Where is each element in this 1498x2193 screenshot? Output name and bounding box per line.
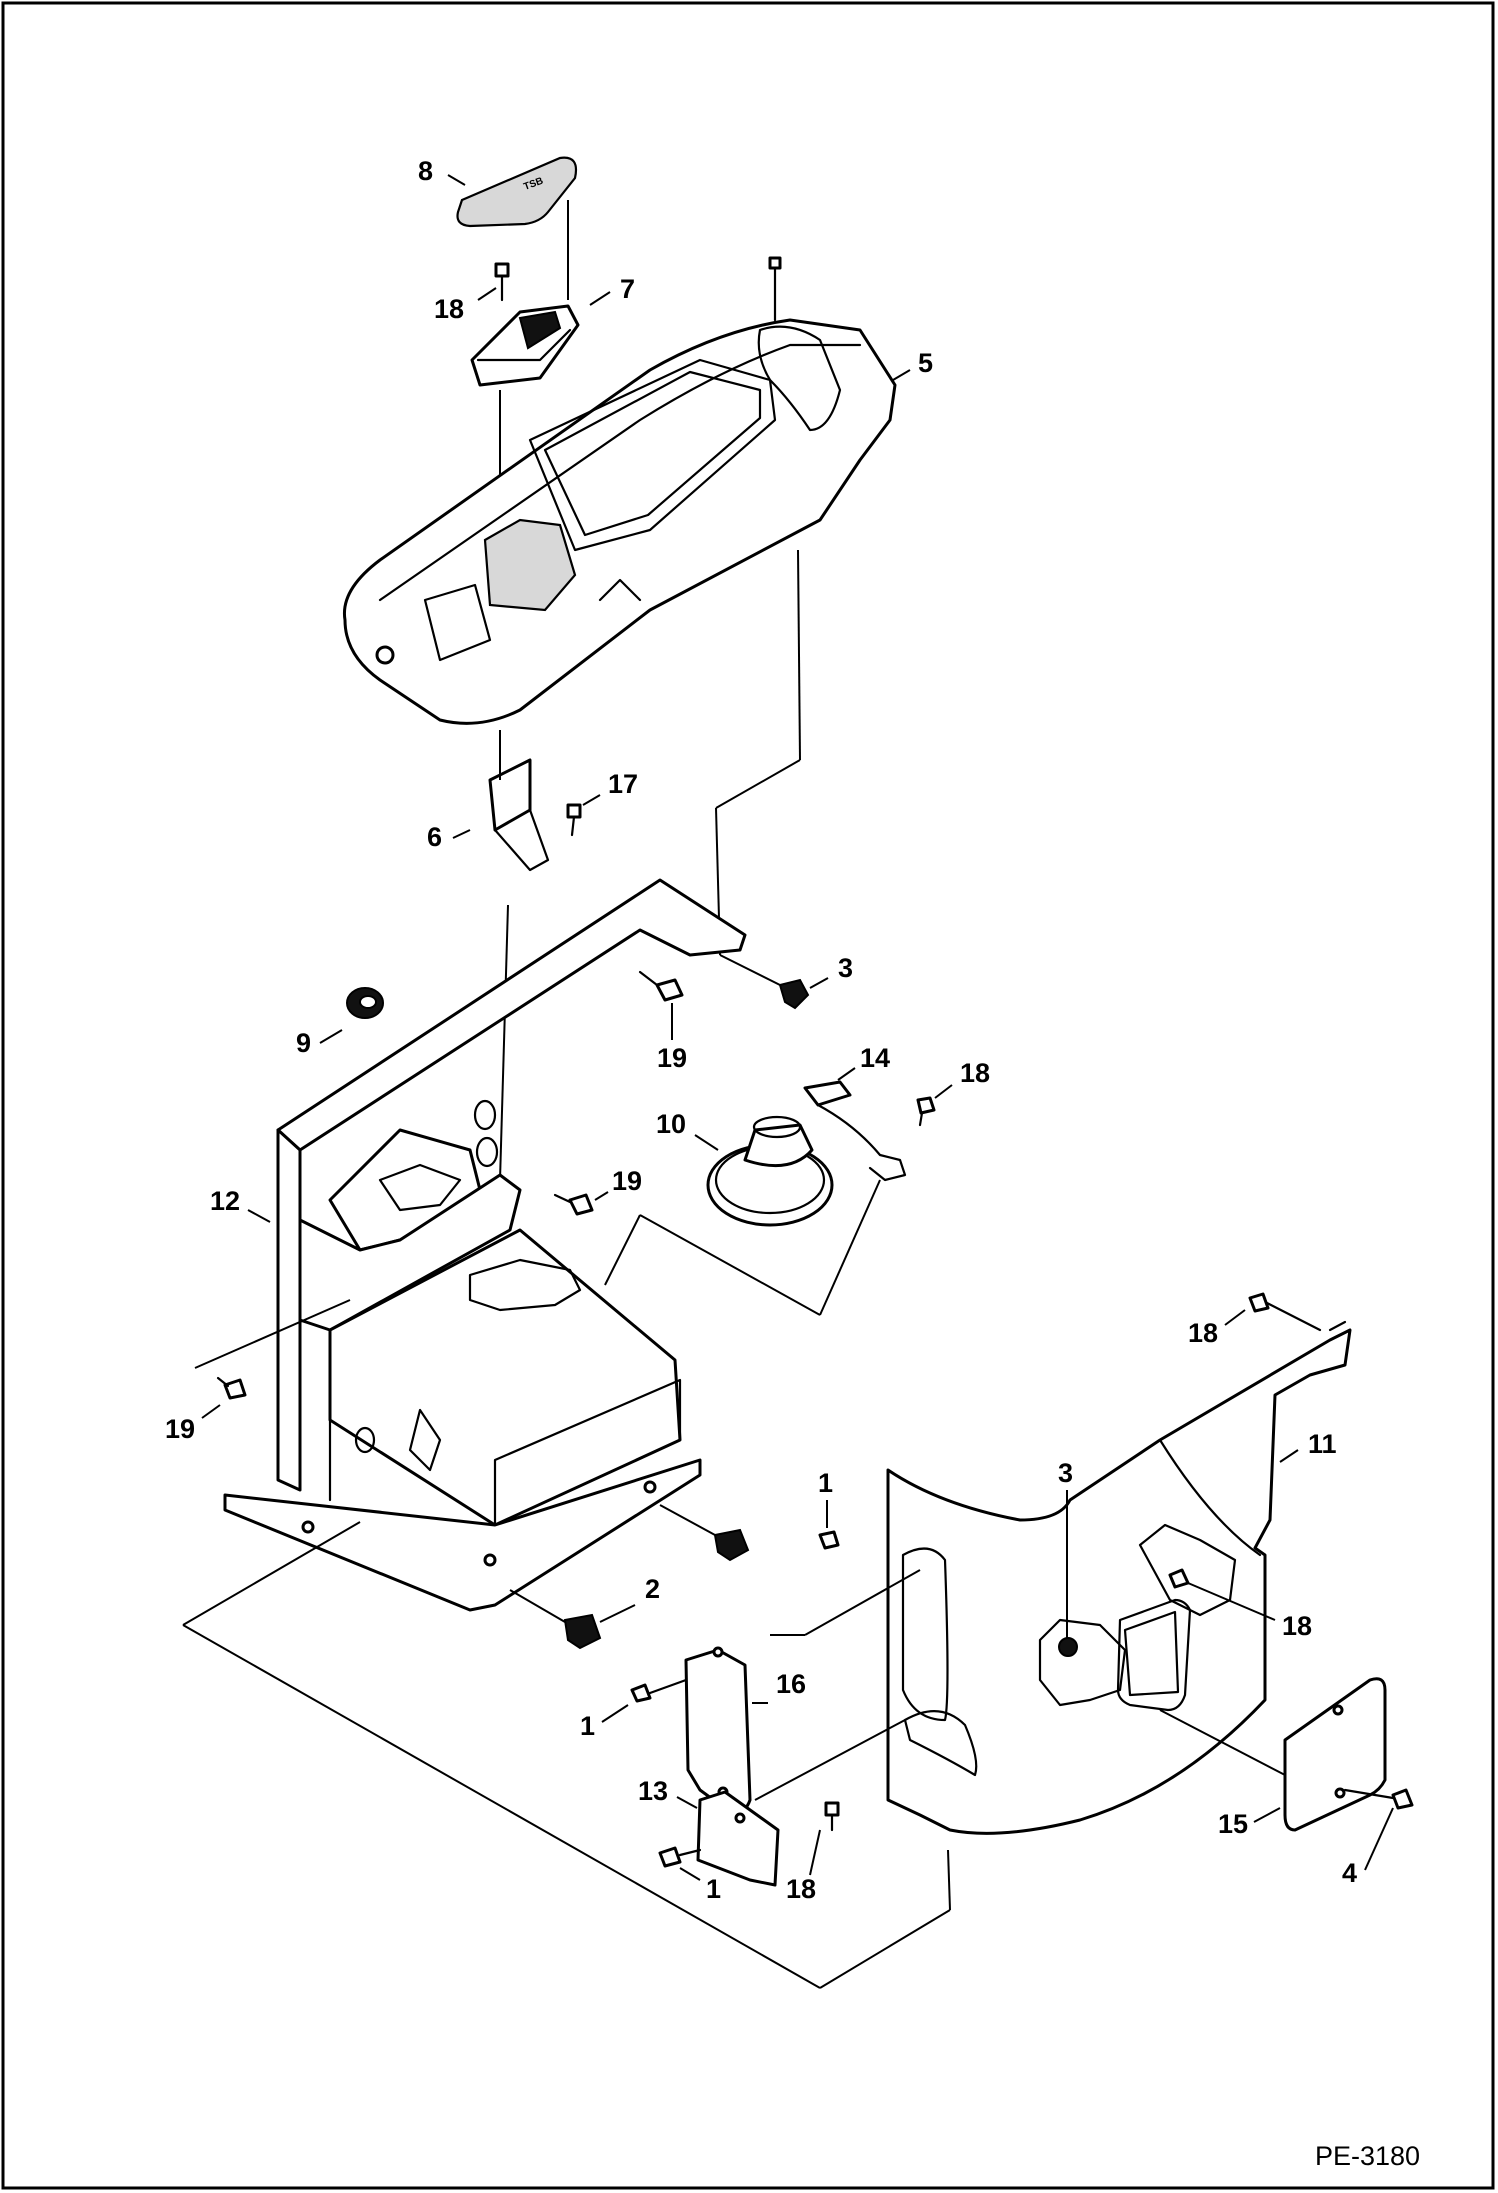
bolt-5-screw	[768, 256, 782, 322]
part-3-nut-top	[778, 978, 810, 1010]
callout-18-right: 18	[1188, 1318, 1218, 1348]
bolt-18-right-top	[1248, 1292, 1322, 1332]
bolt-18-mid	[916, 1096, 936, 1127]
callout-18-r2: 18	[1282, 1611, 1312, 1641]
part-2-clip-a	[713, 1528, 750, 1562]
bolt-1-b	[630, 1678, 688, 1703]
bolt-19-a	[638, 970, 684, 1002]
callout-18-top: 18	[434, 294, 464, 324]
callout-3-top: 3	[838, 953, 853, 983]
bolt-19-b	[553, 1193, 594, 1216]
figure-code: PE-3180	[1315, 2141, 1420, 2171]
part-15-cover-plate	[1283, 1677, 1387, 1832]
callout-11: 11	[1308, 1429, 1337, 1459]
part-8-handle-grip: TSB	[456, 156, 578, 228]
part-14-clamp	[803, 1080, 907, 1182]
bolt-4	[1343, 1788, 1414, 1810]
part-13-cover-plate	[696, 1790, 780, 1887]
callout-19-a: 19	[657, 1043, 687, 1073]
bolt-18-top	[494, 262, 510, 302]
callout-7: 7	[620, 274, 635, 304]
bolt-1-a	[818, 1530, 840, 1550]
callout-9: 9	[296, 1028, 311, 1058]
bolt-18-bottom	[824, 1801, 840, 1832]
callout-14: 14	[860, 1043, 890, 1073]
callout-19-c: 19	[165, 1414, 195, 1444]
part-2-clip-b	[563, 1613, 602, 1650]
callouts: 8 18 7 5 17 6 3 9 19 14 18 10 19 12 18 1…	[165, 156, 1394, 1904]
part-16-cover-plate	[684, 1646, 752, 1814]
callout-1-b: 1	[580, 1711, 595, 1741]
callout-15: 15	[1218, 1809, 1248, 1839]
callout-4: 4	[1342, 1858, 1357, 1888]
part-6-bracket	[488, 758, 550, 872]
callout-2: 2	[645, 1574, 660, 1604]
callout-18-bottom: 18	[786, 1874, 816, 1904]
callout-1-a: 1	[818, 1468, 833, 1498]
callout-1-c: 1	[706, 1874, 721, 1904]
callout-8: 8	[418, 156, 433, 186]
part-11-side-panel	[886, 1320, 1352, 1835]
callout-17: 17	[608, 769, 638, 799]
callout-10: 10	[656, 1109, 686, 1139]
part-9-grommet	[346, 987, 384, 1019]
callout-16: 16	[776, 1669, 806, 1699]
bolt-17	[566, 803, 582, 837]
callout-13: 13	[638, 1776, 668, 1806]
callout-5: 5	[918, 348, 933, 378]
bolt-19-c	[216, 1376, 247, 1400]
part-12-main-frame	[223, 878, 747, 1612]
part-5-console-cover	[342, 318, 897, 725]
callout-19-b: 19	[612, 1166, 642, 1196]
callout-3-right: 3	[1058, 1458, 1073, 1488]
callout-18-mid: 18	[960, 1058, 990, 1088]
callout-12: 12	[210, 1186, 240, 1216]
part-7-handle-base	[470, 304, 580, 387]
bolt-1-c	[658, 1846, 702, 1868]
callout-6: 6	[427, 822, 442, 852]
part-10-boot	[706, 1115, 834, 1227]
